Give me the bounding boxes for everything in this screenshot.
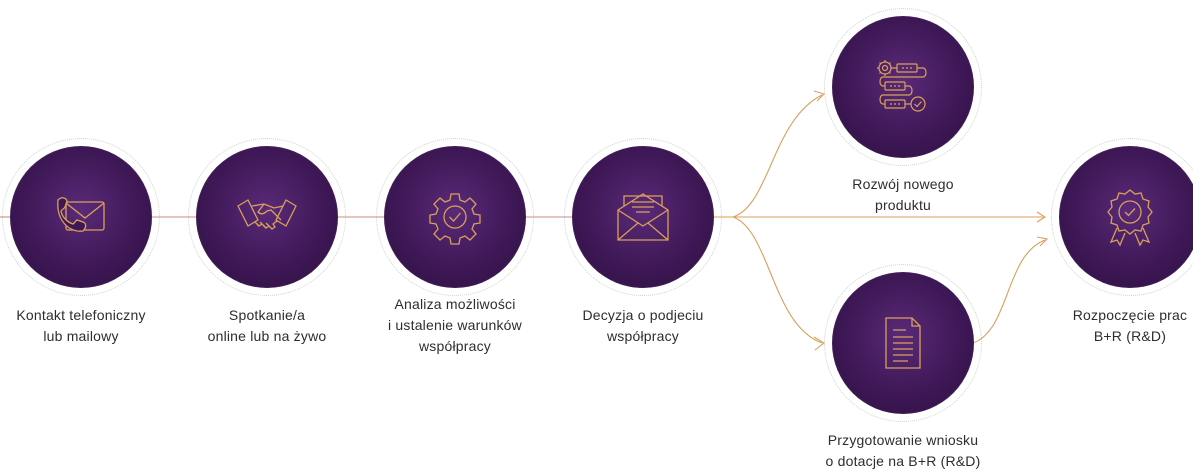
arrowhead-down <box>813 336 825 351</box>
step-3-label: Analiza możliwości i ustalenie warunków … <box>388 296 522 354</box>
branch-2-circle <box>824 264 982 422</box>
document-icon <box>885 317 921 369</box>
step-1-label: Kontakt telefoniczny lub mailowy <box>16 307 146 344</box>
step-2-label: Spotkanie/a online lub na żywo <box>207 307 327 344</box>
arrowhead-main <box>1036 211 1047 223</box>
envelope-icon <box>617 193 669 241</box>
final-circle <box>1051 138 1193 296</box>
step-1-circle <box>2 138 160 296</box>
gear-check-icon <box>429 193 481 245</box>
award-badge-icon <box>1107 189 1153 247</box>
branch-down <box>732 216 823 344</box>
handshake-icon <box>237 199 297 230</box>
step-3-circle <box>376 138 534 296</box>
final-label: Rozpoczęcie prac B+R (R&D) <box>1072 307 1188 344</box>
branch-1-label: Rozwój nowego produktu <box>852 176 954 213</box>
branch-2-label: Przygotowanie wniosku o dotacje na B+R (… <box>825 432 981 469</box>
arrowhead-final <box>1036 236 1049 247</box>
branch-1-circle <box>824 8 982 166</box>
phone-mail-icon <box>57 197 105 232</box>
step-4-circle <box>564 138 722 296</box>
process-flow-icon <box>877 60 927 112</box>
branch-down-to-final <box>972 239 1046 344</box>
branch-up <box>732 94 823 218</box>
step-2-circle <box>188 138 346 296</box>
step-4-label: Decyzja o podjeciu współpracy <box>582 307 704 344</box>
